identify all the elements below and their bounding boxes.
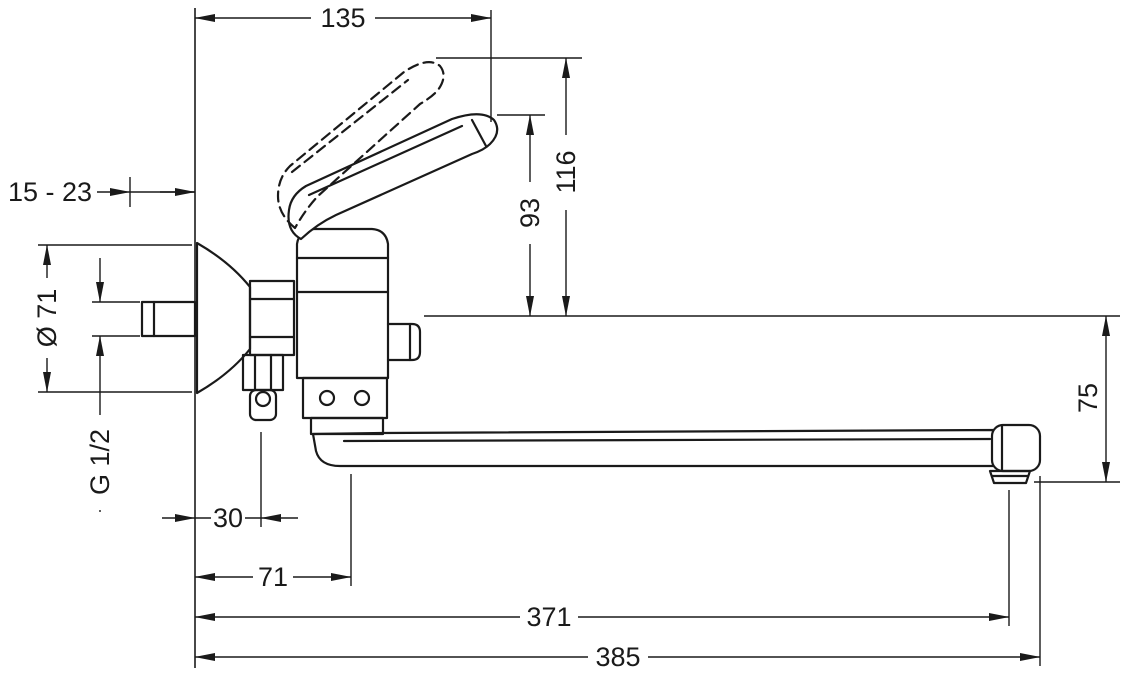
spout [311, 423, 1042, 485]
dim-label-wall-depth: 15 - 23 [8, 177, 92, 207]
dim-label-135: 135 [320, 3, 365, 33]
dimension-thread: G 1/2 [85, 258, 140, 512]
dimension-overall-reach-385: 385 [194, 476, 1041, 672]
dim-label-93: 93 [515, 198, 545, 228]
dim-label-thread: G 1/2 [85, 429, 115, 495]
dimension-offset-30: 30 [162, 432, 298, 533]
mixer-body [295, 227, 390, 380]
dimension-height-116: 116 [436, 57, 582, 317]
dimension-wall-depth: 15 - 23 [8, 177, 196, 207]
dim-label-371: 371 [526, 602, 571, 632]
dim-label-escutcheon-diameter: Ø 71 [32, 289, 62, 348]
dimension-annotations: 135 15 - 23 Ø 71 G 1/2 [8, 3, 1120, 672]
dimension-135: 135 [194, 3, 492, 122]
dimension-offset-71: 71 [194, 474, 352, 592]
connection-nut [248, 279, 296, 357]
aerator [988, 469, 1032, 485]
dim-label-385: 385 [595, 642, 640, 672]
handle-alternate-dashed [276, 61, 445, 230]
faucet-drawing [140, 61, 1042, 485]
handle-solid [287, 113, 499, 241]
dimension-escutcheon-diameter: Ø 71 [32, 244, 192, 393]
dim-label-75: 75 [1073, 383, 1103, 413]
dim-label-30: 30 [213, 503, 243, 533]
spout-head [990, 423, 1042, 473]
diverter-knob [386, 322, 422, 362]
inlet-stub [140, 300, 197, 338]
dimension-drop-75: 75 [1034, 315, 1120, 483]
spout-union-nut [301, 376, 389, 436]
dim-label-116: 116 [551, 150, 581, 193]
dim-label-71: 71 [258, 562, 288, 592]
dimension-height-93: 93 [497, 114, 545, 317]
dimension-reach-371: 371 [194, 490, 1010, 632]
shower-outlet [241, 353, 285, 422]
